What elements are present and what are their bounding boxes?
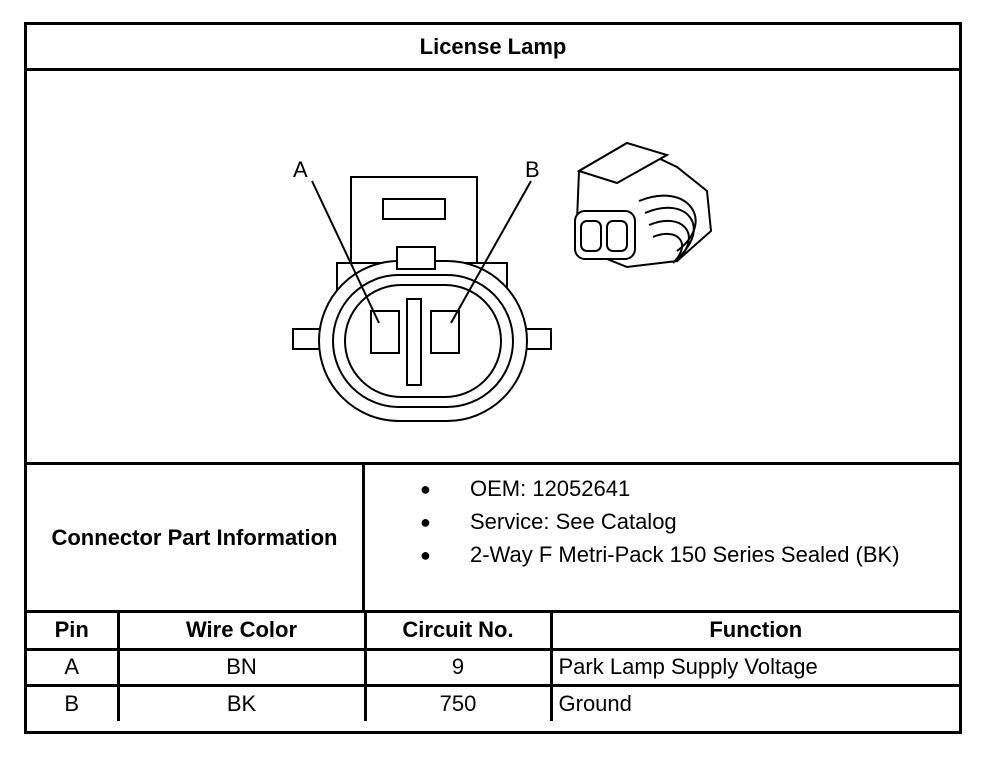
table-row: B BK 750 Ground: [27, 683, 959, 721]
pin-a-leader-line: [311, 180, 380, 324]
connector-part-information-row: Connector Part Information ● OEM: 120526…: [27, 462, 959, 613]
cell-circuit-no: 750: [363, 683, 553, 721]
cell-function: Park Lamp Supply Voltage: [549, 647, 959, 687]
table-row: A BN 9 Park Lamp Supply Voltage: [27, 647, 959, 687]
cell-function: Ground: [549, 683, 959, 721]
header-pin: Pin: [27, 613, 120, 651]
header-wire-color: Wire Color: [116, 613, 367, 651]
connector-part-information-list: ● OEM: 12052641 ● Service: See Catalog ●…: [365, 465, 959, 610]
pin-a-label: A: [293, 157, 308, 182]
connector-key: [396, 246, 436, 270]
header-function: Function: [549, 613, 959, 651]
cell-circuit-no: 9: [363, 647, 553, 687]
connector-latch-window: [382, 198, 446, 220]
connector-figure: A B: [27, 71, 959, 462]
pin-table: Pin Wire Color Circuit No. Function A BN…: [27, 613, 959, 721]
bullet-icon: ●: [420, 479, 431, 499]
document-title: License Lamp: [27, 25, 959, 71]
header-circuit-no: Circuit No.: [363, 613, 553, 651]
pin-b-leader-line: [450, 180, 532, 324]
bullet-icon: ●: [420, 512, 431, 532]
connector-center-rib: [406, 298, 422, 386]
pin-b-label: B: [525, 157, 540, 182]
connector-perspective-view: [574, 141, 713, 269]
cell-wire-color: BN: [116, 647, 367, 687]
connector-part-information-label: Connector Part Information: [27, 465, 365, 610]
connector-face-diagram: A B: [292, 141, 713, 422]
connector-document: License Lamp: [24, 22, 962, 734]
table-header-row: Pin Wire Color Circuit No. Function: [27, 613, 959, 651]
bullet-icon: ●: [420, 545, 431, 565]
terminal-cavity-a: [370, 310, 400, 354]
cell-pin: A: [27, 647, 120, 687]
cell-pin: B: [27, 683, 120, 721]
cell-wire-color: BK: [116, 683, 367, 721]
